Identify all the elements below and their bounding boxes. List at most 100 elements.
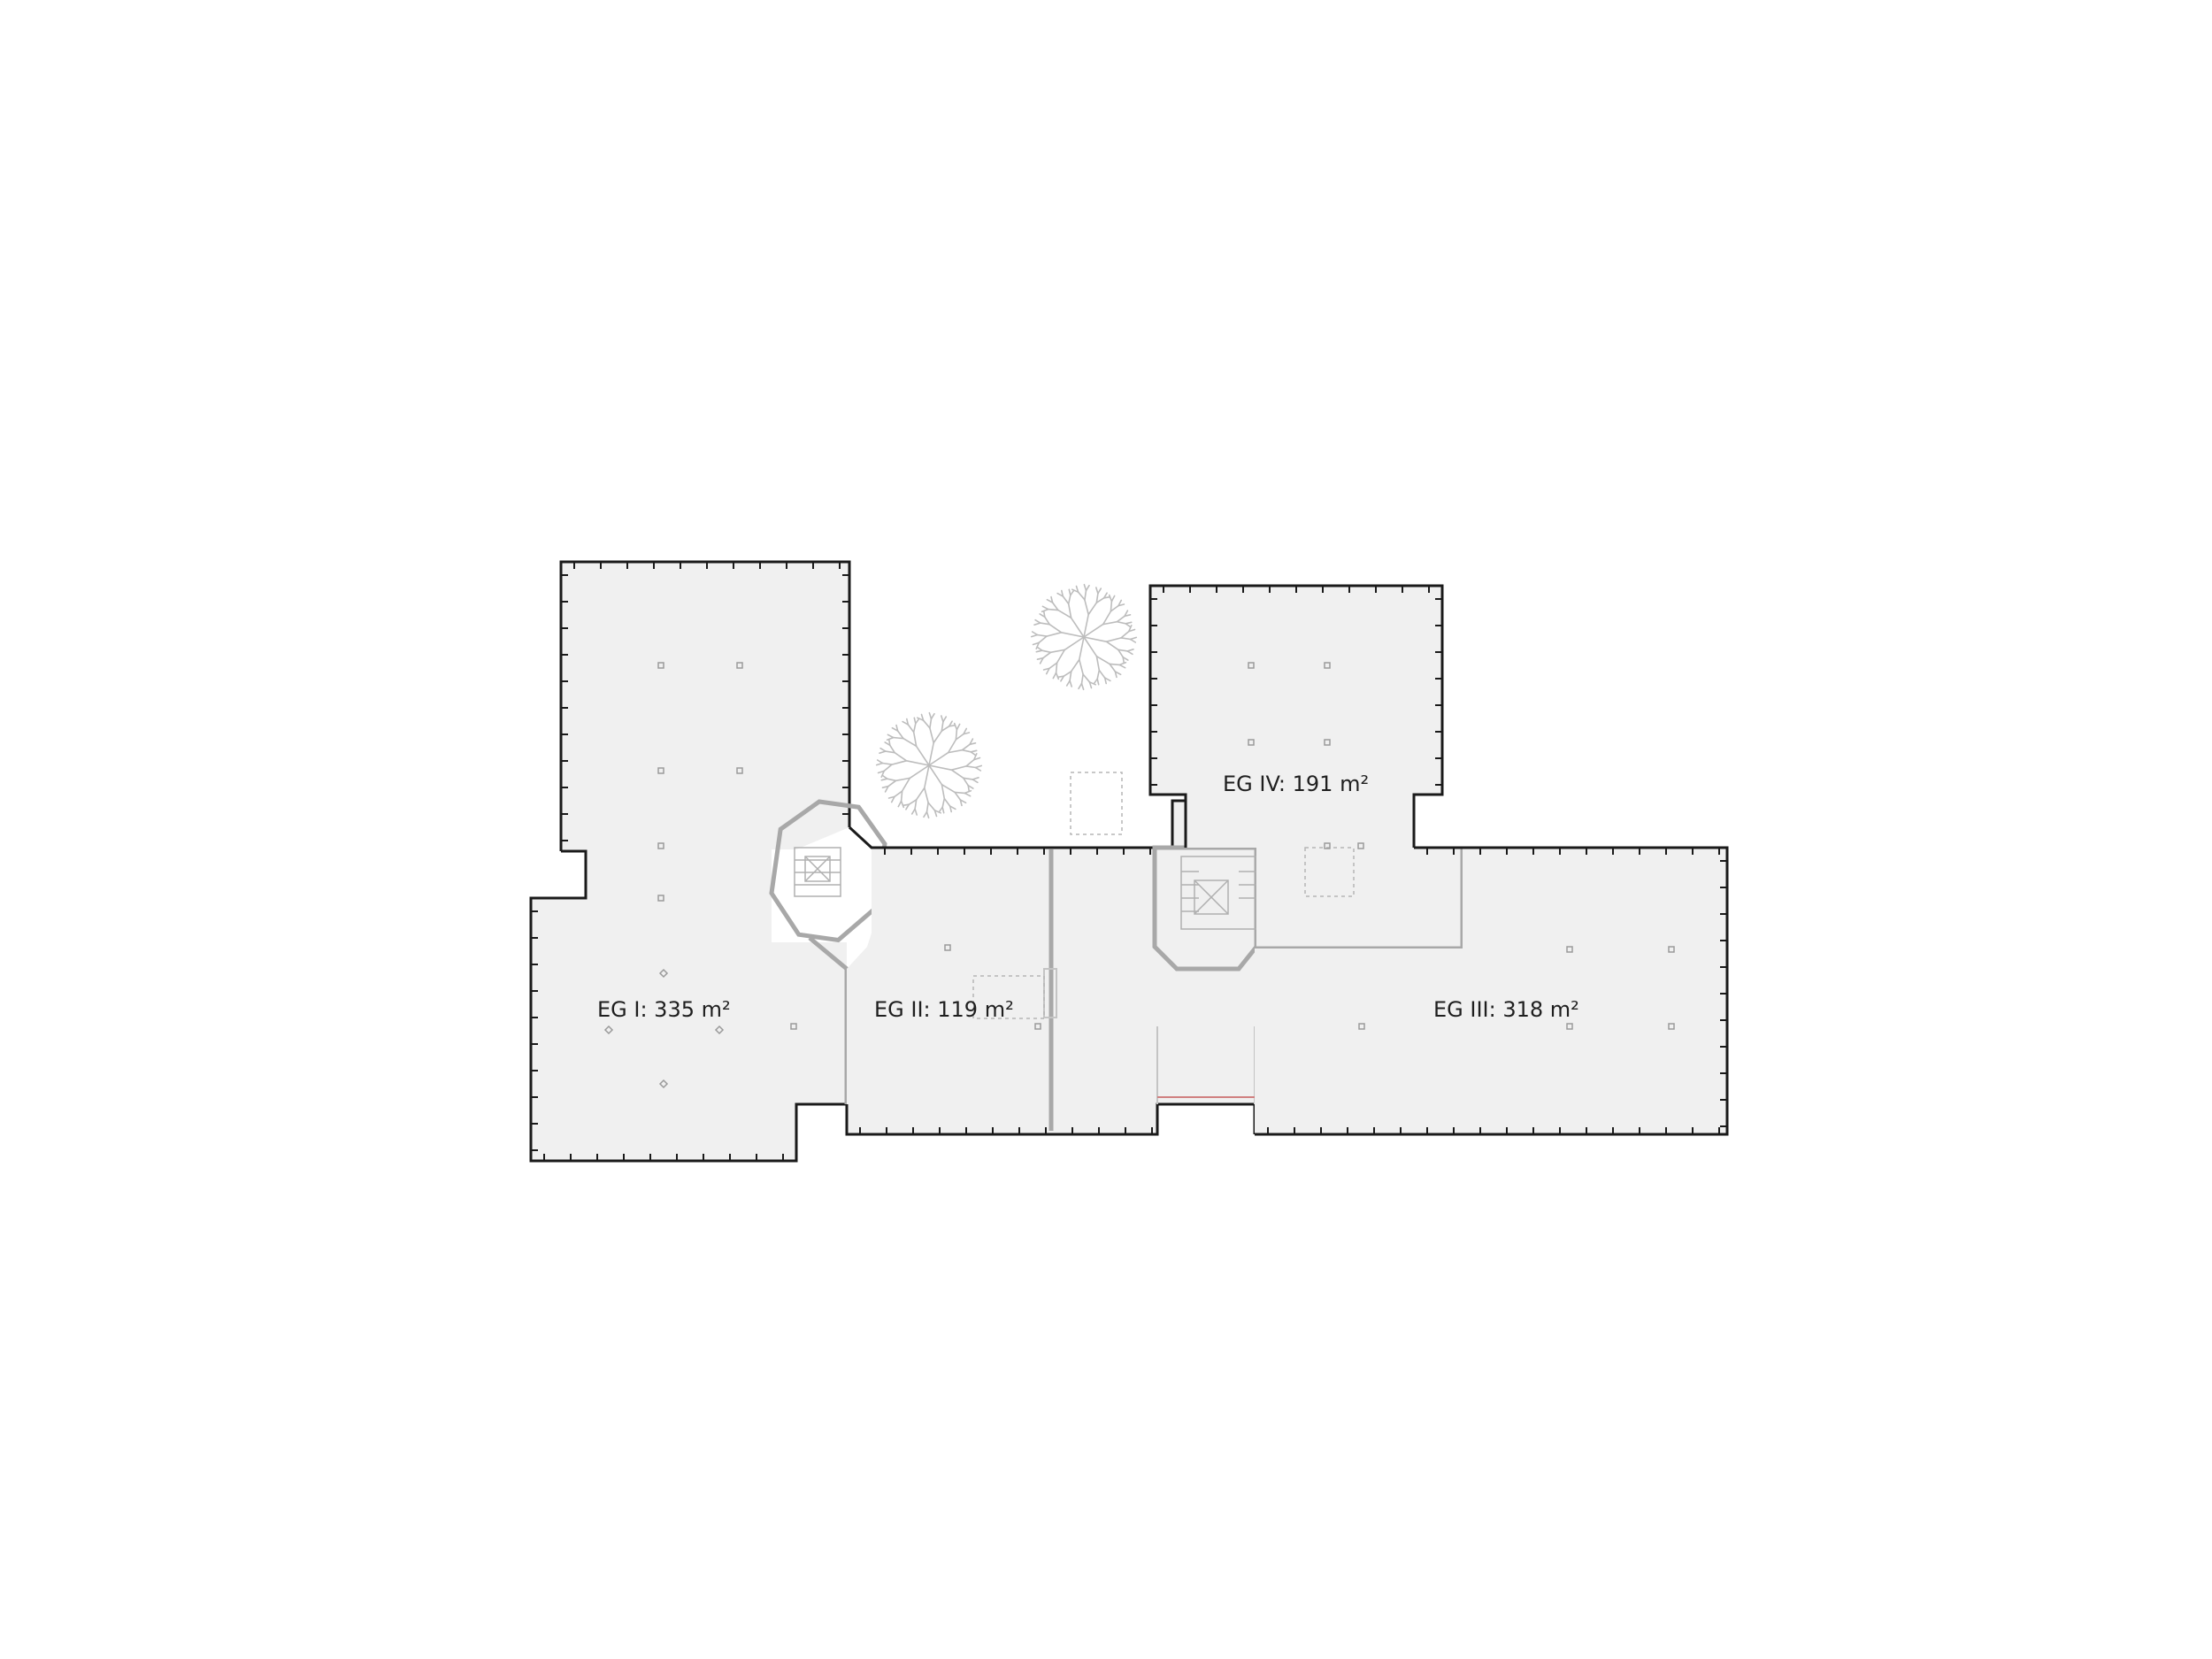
tree-branch bbox=[1065, 680, 1071, 687]
tree-branch bbox=[1070, 589, 1075, 596]
tree-branch bbox=[913, 717, 917, 725]
tree-branch bbox=[1031, 631, 1039, 636]
tree-branch bbox=[923, 810, 928, 818]
tree-branch bbox=[1039, 613, 1046, 618]
tree-branch bbox=[895, 777, 911, 782]
columns-eg-i bbox=[603, 662, 797, 1089]
tree-branch bbox=[881, 785, 889, 789]
tree-branch bbox=[933, 809, 941, 814]
tree-branch bbox=[1035, 649, 1043, 653]
tree-branch bbox=[970, 749, 978, 753]
tree-branch bbox=[943, 797, 951, 807]
stair-core-1 bbox=[769, 799, 887, 943]
tree-branch bbox=[928, 764, 943, 786]
tree-branch bbox=[942, 716, 948, 723]
tree-branch bbox=[1125, 623, 1132, 628]
tree-branch bbox=[883, 764, 893, 772]
tree-branch bbox=[887, 795, 895, 799]
tree-branch bbox=[1052, 672, 1057, 680]
tree-branch bbox=[1124, 613, 1132, 618]
tree-branch bbox=[1057, 609, 1072, 619]
tree-branch bbox=[927, 802, 936, 811]
tree-branch bbox=[1102, 620, 1118, 626]
tree-branch bbox=[1129, 638, 1137, 643]
tree-branch bbox=[1055, 672, 1060, 680]
tree-branch bbox=[1043, 616, 1051, 626]
tree-branch bbox=[963, 732, 971, 735]
tree-branch bbox=[879, 747, 887, 752]
tree-branch bbox=[1056, 649, 1066, 664]
tree-branch bbox=[887, 739, 891, 747]
tree-branch bbox=[1097, 588, 1102, 595]
tree-branch bbox=[1102, 611, 1112, 626]
tree-branch bbox=[1118, 599, 1123, 607]
tree-branch bbox=[912, 722, 917, 733]
tree-branch bbox=[1085, 584, 1090, 592]
tree-branch bbox=[949, 805, 953, 813]
tree-branch bbox=[928, 751, 949, 766]
tree-branch bbox=[1060, 632, 1085, 638]
tree-branch bbox=[928, 741, 934, 766]
tree-branch bbox=[1046, 598, 1054, 603]
tree-branch bbox=[926, 810, 930, 819]
tree-branch bbox=[1070, 617, 1085, 638]
tree-branch bbox=[930, 712, 935, 720]
tree-branch bbox=[1083, 623, 1104, 638]
tree-branch bbox=[1060, 589, 1064, 597]
exterior-wall-north-mid bbox=[848, 799, 1187, 849]
room-eg-i[interactable]: EG I: 335 m² bbox=[529, 560, 851, 1163]
tree-branch bbox=[1083, 583, 1087, 592]
tree-branch bbox=[974, 766, 982, 772]
tree-branch bbox=[915, 787, 926, 801]
tree-branch bbox=[1116, 620, 1127, 625]
tree-branch bbox=[928, 764, 953, 771]
tree-branch bbox=[1095, 592, 1099, 604]
tree-branch bbox=[1114, 671, 1122, 676]
tree-branch bbox=[1036, 634, 1048, 637]
tree-branch bbox=[1032, 641, 1041, 646]
tree-branch bbox=[881, 762, 893, 765]
tree-branch bbox=[954, 791, 962, 801]
tree-branch bbox=[1049, 649, 1066, 654]
tree-branch bbox=[1122, 656, 1129, 661]
tree-branch bbox=[1105, 637, 1122, 642]
tree-branch bbox=[1060, 675, 1065, 682]
tree-branch bbox=[1103, 677, 1111, 682]
tree-branch bbox=[914, 808, 918, 816]
tree-branch bbox=[1126, 650, 1133, 656]
tree-branch bbox=[922, 719, 931, 729]
tree-branch bbox=[965, 758, 975, 767]
tree-branch bbox=[1120, 630, 1130, 639]
tree-branch bbox=[926, 802, 929, 813]
room-label-eg-i: EG I: 335 m² bbox=[597, 997, 731, 1022]
tree-branch bbox=[953, 722, 958, 731]
columns-eg-ii bbox=[944, 944, 1041, 1030]
tree-branch bbox=[972, 757, 981, 761]
room-eg-iii[interactable]: EG III: 318 m² bbox=[1255, 846, 1729, 1136]
tree-branch bbox=[896, 730, 904, 740]
tree-branch bbox=[917, 717, 925, 722]
tree-branch bbox=[876, 759, 884, 764]
tree-branch bbox=[924, 787, 929, 803]
tree-branch bbox=[1083, 613, 1089, 638]
tree-branch bbox=[1083, 636, 1098, 657]
tree-branch bbox=[970, 751, 977, 757]
tree-branch bbox=[1095, 596, 1105, 604]
tree-branch bbox=[1071, 588, 1079, 594]
tree-branch bbox=[901, 777, 911, 792]
tree-branch bbox=[884, 750, 896, 754]
tree-branch bbox=[964, 792, 972, 797]
tree-branch bbox=[938, 806, 943, 813]
tree-branch bbox=[969, 738, 974, 746]
tree-branch bbox=[1125, 621, 1133, 625]
elevator-icon bbox=[1194, 879, 1229, 915]
tree-branch bbox=[1069, 670, 1072, 682]
tree-branch bbox=[972, 779, 979, 784]
tree-branch bbox=[881, 774, 888, 780]
tree-branch bbox=[884, 741, 891, 747]
tree-branch bbox=[933, 809, 938, 818]
tree-branch bbox=[908, 798, 918, 806]
tree-branch bbox=[959, 799, 963, 807]
tree-branch bbox=[1046, 632, 1063, 637]
